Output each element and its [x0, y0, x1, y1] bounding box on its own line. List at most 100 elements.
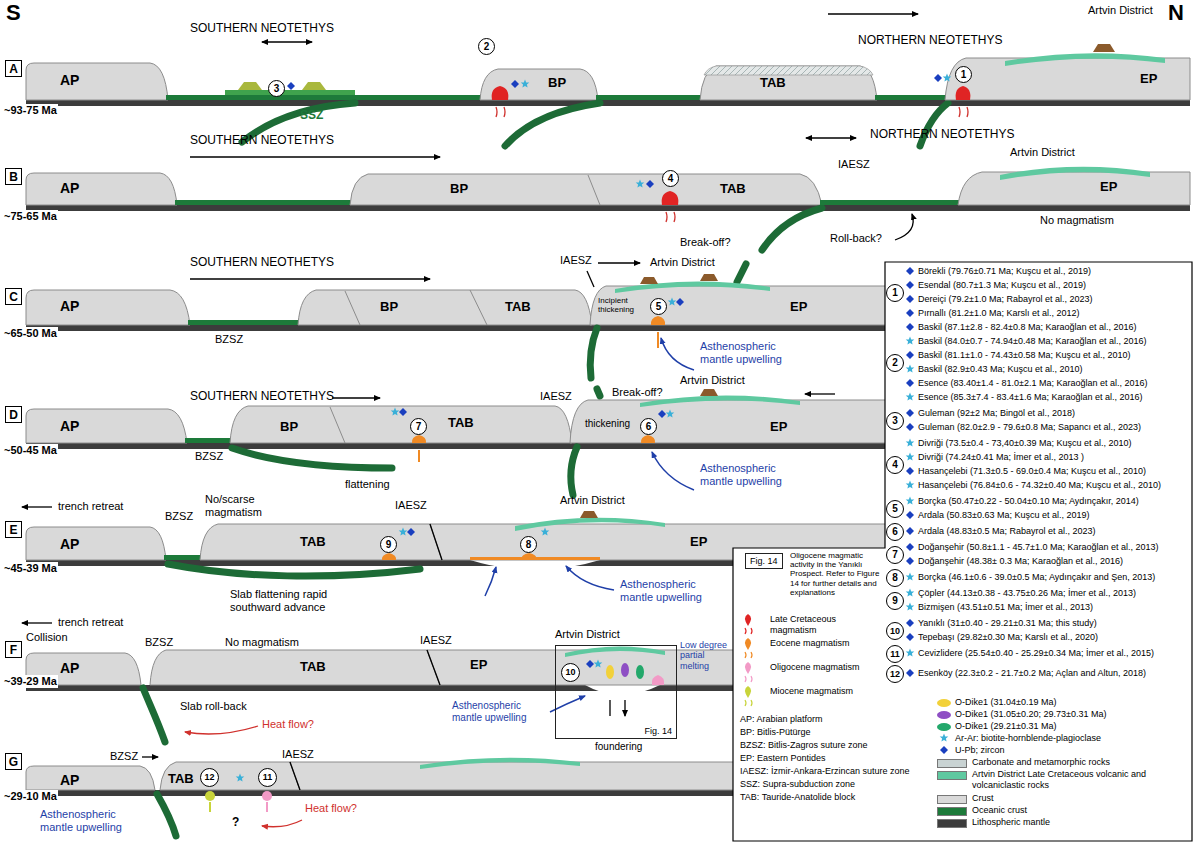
age-entry: Hasançelebi (71.3±0.5 - 69.0±0.4 Ma; Kuş…: [918, 466, 1146, 476]
panel-b-section: [26, 138, 1190, 282]
node-text: 4: [892, 460, 898, 470]
u-pb-diamond: [586, 660, 594, 668]
age-entry: Baskil (84.0±0.7 - 74.94±0.48 Ma; Karaoğ…: [918, 336, 1147, 346]
u-pb-diamond: [906, 619, 914, 627]
abbreviation: BP: Bitlis-Pütürge: [740, 727, 811, 737]
ar-ar-star: [940, 734, 949, 742]
section-label: flattening: [345, 478, 390, 491]
section-label: BP: [380, 300, 398, 315]
legend-text: U-Pb; zircon: [955, 745, 1005, 756]
section-label: BP: [548, 76, 566, 91]
node-text: Fig. 14: [644, 726, 672, 736]
age-label: ~93-75 Ma: [3, 104, 58, 117]
ar-ar-star: [236, 774, 245, 782]
section-label: ?: [232, 816, 239, 830]
age-label: ~50-45 Ma: [3, 444, 58, 457]
ar-ar-star: [541, 528, 550, 536]
u-pb-diamond: [906, 309, 914, 317]
u-pb-diamond: [906, 281, 914, 289]
u-pb-diamond: [906, 379, 914, 387]
legend-note: Oligocene magmatic activity in the Yanık…: [790, 551, 882, 597]
section-label: AP: [60, 72, 79, 88]
section-label: TAB: [720, 182, 746, 197]
section-label: trench retreat: [58, 500, 123, 513]
age-label: ~39-29 Ma: [3, 675, 58, 688]
callout-number: 9: [886, 592, 904, 610]
ar-ar-star: [906, 481, 915, 489]
node-text: 6: [646, 422, 652, 432]
u-pb-diamond: [906, 267, 914, 275]
node-text: 12: [204, 773, 214, 782]
panel-letter: D: [5, 406, 22, 423]
node-text: 8: [526, 540, 532, 550]
legend-frame: [733, 262, 1192, 841]
callout-number: 4: [662, 170, 679, 187]
section-label: Artvin District: [1010, 146, 1075, 159]
u-pb-diamond: [906, 527, 914, 535]
section-label: TAB: [448, 416, 474, 431]
section-label: No magmatism: [1040, 214, 1114, 227]
callout-number: 1: [886, 284, 904, 302]
node-text: 7: [892, 550, 898, 560]
section-label: NORTHERN NEOTETHYS: [870, 128, 1014, 142]
section-label: AP: [60, 180, 79, 196]
callout-number: 12: [886, 665, 904, 683]
panel-letter: A: [5, 60, 22, 77]
abbreviation: EP: Eastern Pontides: [740, 753, 826, 763]
age-entry: Esenköy (22.3±0.2 - 21.7±0.2 Ma; Açlan a…: [918, 668, 1146, 678]
node-text: E: [9, 523, 17, 537]
node-text: 9: [386, 540, 392, 550]
magmatism-symbol: [745, 662, 751, 674]
section-label: EP: [1100, 180, 1117, 195]
ar-ar-star: [906, 649, 915, 657]
ar-ar-star: [943, 74, 952, 82]
figure-box: Fig. 14: [745, 553, 783, 569]
age-entry: Doğanşehir (50.8±1.1 - 45.7±1.0 Ma; Kara…: [918, 542, 1159, 552]
callout-number: 3: [268, 80, 285, 97]
section-label: IAESZ: [540, 390, 572, 403]
node-text: 12: [890, 670, 900, 679]
node-text: G: [9, 755, 18, 769]
legend-text: Lithospheric mantle: [972, 817, 1050, 828]
section-label: TAB: [760, 76, 786, 91]
u-pb-diamond: [906, 409, 914, 417]
ar-ar-star: [906, 365, 915, 373]
u-pb-diamond: [906, 323, 914, 331]
ar-ar-star: [521, 80, 530, 88]
u-pb-diamond: [906, 467, 914, 475]
section-label: Artvin District: [1088, 4, 1153, 17]
node-text: 9: [892, 596, 898, 606]
legend-swatch: [937, 795, 967, 804]
callout-number: 7: [410, 418, 427, 435]
callout-number: 2: [886, 354, 904, 372]
section-label: BZSZ: [145, 636, 173, 649]
section-label: BZSZ: [195, 450, 223, 463]
figure-box: Fig. 1410: [555, 645, 677, 739]
legend-swatch: [937, 723, 951, 731]
section-label: BP: [450, 182, 468, 197]
node-text: 8: [892, 573, 898, 583]
node-text: 4: [668, 174, 674, 184]
section-label: EP: [770, 420, 787, 435]
section-label: Slab roll-back: [180, 700, 247, 713]
section-label: EP: [470, 658, 487, 673]
ar-ar-star: [399, 528, 408, 536]
section-label: BZSZ: [215, 333, 243, 346]
section-label: NORTHERN NEOTETHYS: [858, 34, 1002, 48]
node-text: 7: [416, 422, 422, 432]
legend-text: Artvin District Late Cretaceous volcanic…: [972, 769, 1187, 791]
section-label: EP: [790, 300, 807, 315]
age-label: ~45-39 Ma: [3, 562, 58, 575]
section-label: BZSZ: [165, 510, 193, 523]
section-label: N: [1168, 0, 1184, 25]
legend-text: O-Dike1 (29.21±0.31 Ma): [955, 721, 1056, 732]
panel-a-section: [26, 14, 1190, 146]
u-pb-diamond: [399, 408, 407, 416]
age-entry: Borçka (46.1±0.6 - 39.0±0.5 Ma; Aydınçak…: [918, 572, 1155, 582]
section-label: TAB: [505, 300, 531, 315]
age-entry: Bizmişen (43.51±0.51 Ma; İmer et al., 20…: [918, 602, 1093, 612]
age-entry: Baskil (81.1±1.0 - 74.43±0.58 Ma; Kuşcu …: [918, 350, 1131, 360]
u-pb-diamond: [906, 557, 914, 565]
age-entry: Guleman (82.0±2.9 - 79.6±0.8 Ma; Sapancı…: [918, 422, 1141, 432]
section-label: Incipient thickening: [598, 296, 640, 314]
